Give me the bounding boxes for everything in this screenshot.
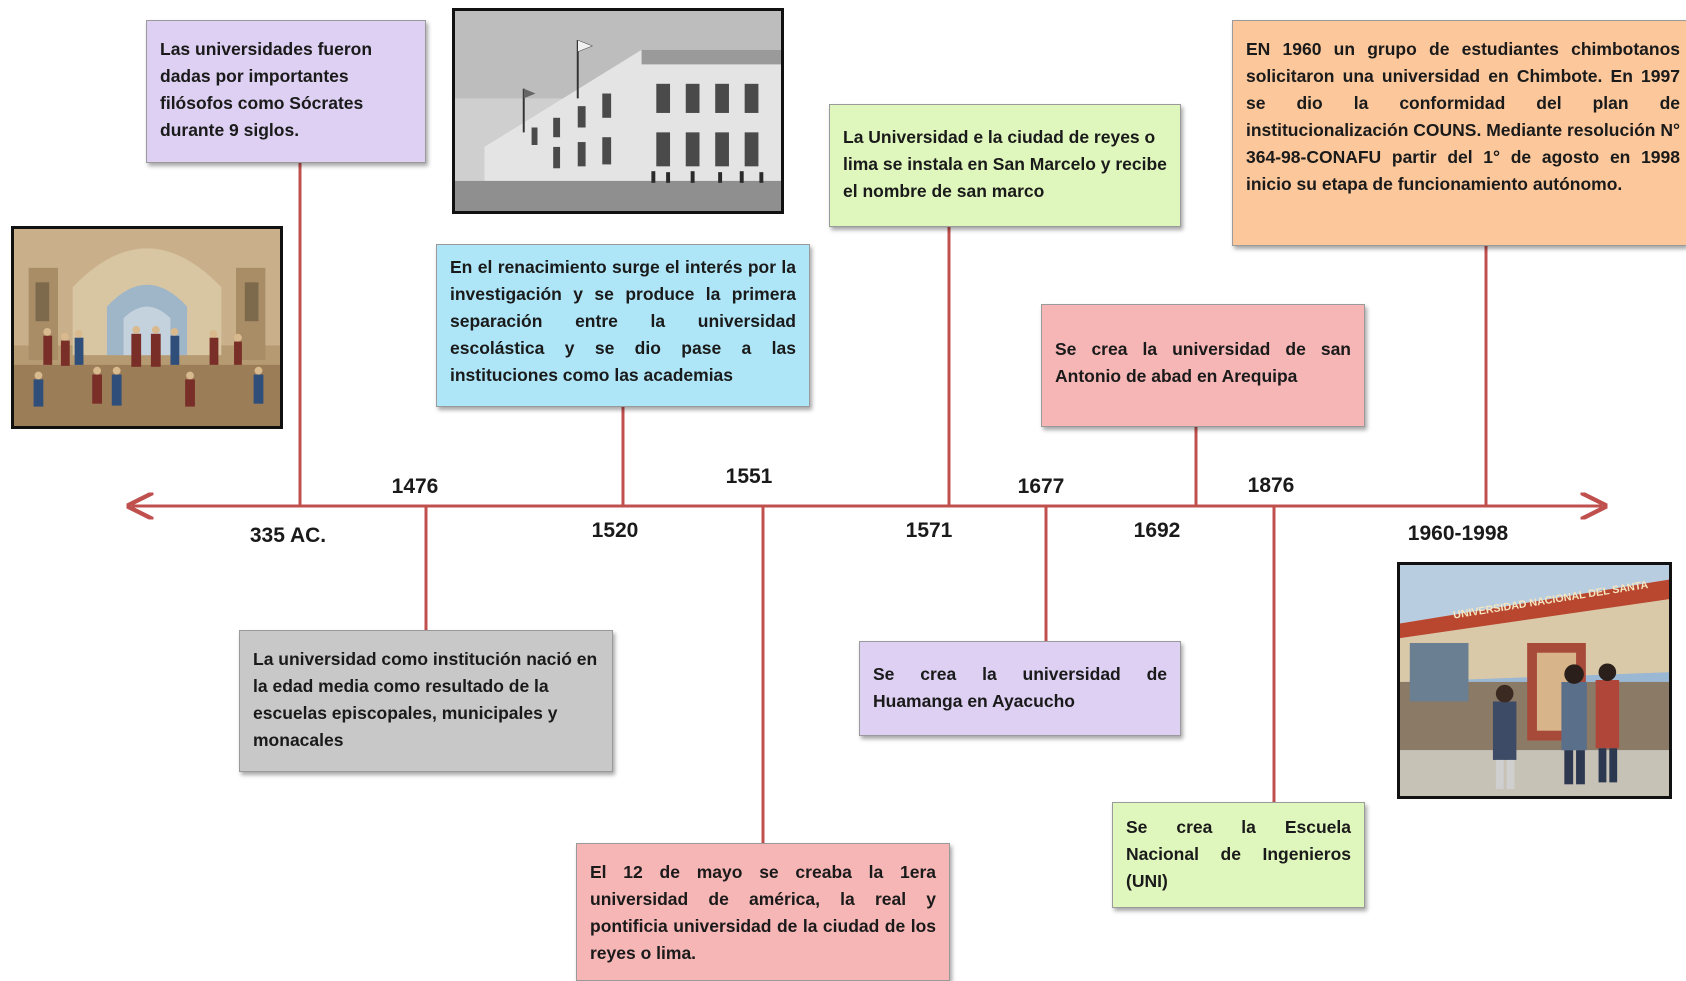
year-label-1960-1998: 1960-1998	[1407, 522, 1509, 545]
year-label-1476: 1476	[391, 475, 439, 498]
year-label-1692: 1692	[1133, 519, 1181, 542]
year-label-1876: 1876	[1247, 474, 1295, 497]
year-label-1520: 1520	[591, 519, 639, 542]
school-of-athens-image	[11, 226, 283, 429]
year-label-335: 335 AC.	[249, 524, 327, 547]
year-label-1551: 1551	[725, 465, 773, 488]
event-box-1571: La Universidad e la ciudad de reyes o li…	[829, 104, 1181, 227]
event-box-1476: La universidad como institución nació en…	[239, 630, 613, 772]
year-label-1571: 1571	[905, 519, 953, 542]
year-label-1677: 1677	[1017, 475, 1065, 498]
event-box-1692: Se crea la universidad de san Antonio de…	[1041, 304, 1365, 427]
event-box-1960-1998: EN 1960 un grupo de estudiantes chimbota…	[1232, 20, 1686, 246]
event-box-1520: En el renacimiento surge el interés por …	[436, 244, 810, 407]
event-box-1677: Se crea la universidad de Huamanga en Ay…	[859, 641, 1181, 736]
event-box-1551: El 12 de mayo se creaba la 1era universi…	[576, 843, 950, 981]
uns-campus-image: UNIVERSIDAD NACIONAL DEL SANTA	[1397, 562, 1672, 799]
event-box-335: Las universidades fueron dadas por impor…	[146, 20, 426, 163]
event-box-1876: Se crea la Escuela Nacional de Ingeniero…	[1112, 802, 1365, 908]
san-marcos-building-image	[452, 8, 784, 214]
